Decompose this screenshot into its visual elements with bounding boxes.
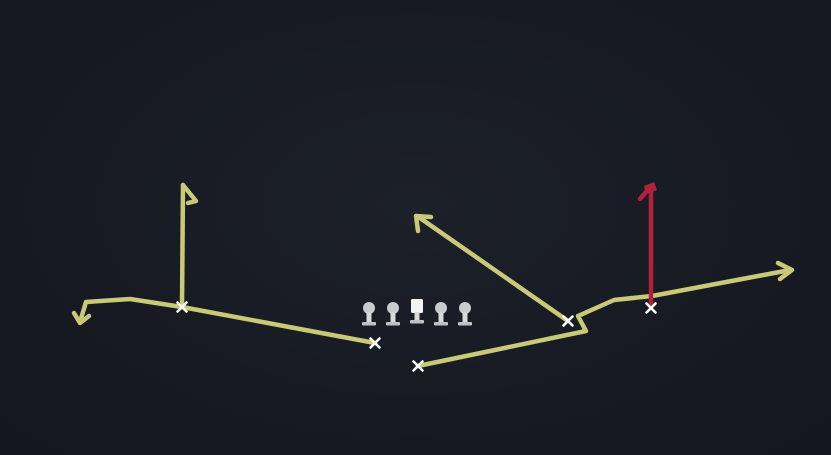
x-mark-icon [562,315,574,327]
route-line [417,215,571,324]
lineman-icon [458,302,472,326]
x-mark-icon [369,337,381,349]
route-line [415,267,793,369]
route-line [637,183,654,309]
arrow-head-icon [775,260,795,282]
route-left-flat [71,296,378,346]
lineman-icon [386,302,400,326]
lineman-icon [362,302,376,326]
route-right-flat [415,260,795,369]
offensive-line [362,299,472,326]
x-mark-icon [412,360,424,372]
route-highlight-1 [637,182,657,309]
route-left-vertical [179,182,199,310]
route-post-left [413,213,571,324]
arrow-head-icon [71,310,92,326]
route-cap [644,182,657,194]
route-hook [180,182,199,206]
arrow-head-icon [413,213,434,234]
route-line [77,296,378,346]
center-icon [410,299,424,324]
route-line [179,182,186,310]
x-mark-icon [176,301,188,313]
x-mark-icon [645,302,657,314]
lineman-icon [434,302,448,326]
